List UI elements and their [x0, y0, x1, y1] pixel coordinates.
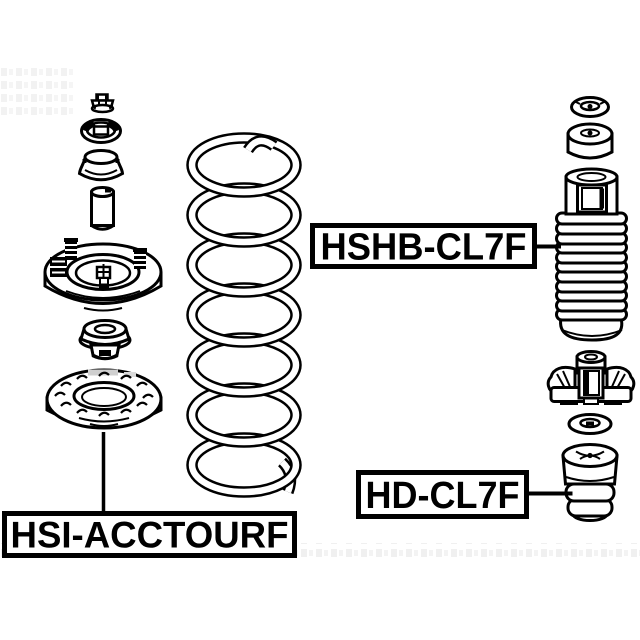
strut-lower-bushing-drawing [78, 319, 132, 361]
label-box-shock-boot [310, 223, 537, 269]
strut-bushing-drawing [77, 149, 125, 182]
strut-mount-plate-drawing [43, 238, 163, 312]
boot-washer-drawing [570, 96, 610, 118]
strut-nut-drawing [90, 93, 115, 114]
shock-mount-bracket-drawing [546, 350, 636, 405]
watermark-patch [0, 68, 74, 116]
boot-bushing-drawing [566, 122, 614, 160]
mount-washer-drawing [567, 413, 613, 435]
shock-boot-drawing [555, 167, 628, 342]
label-box-bump-stop [356, 470, 529, 519]
bump-stop-drawing [561, 443, 619, 522]
label-text-strut-kit: HSI-ACCTOURF [11, 515, 289, 556]
label-text-shock-boot: HSHB-CL7F [321, 227, 527, 269]
spring-seat-bearing-drawing [45, 368, 163, 430]
bearing-scallop-pattern [54, 371, 154, 417]
label-box-strut-kit [2, 511, 297, 558]
strut-spacer-drawing [90, 186, 115, 231]
label-text-bump-stop: HD-CL7F [366, 475, 520, 517]
strut-washer-drawing [80, 118, 122, 144]
coil-spring-drawing [186, 132, 302, 498]
